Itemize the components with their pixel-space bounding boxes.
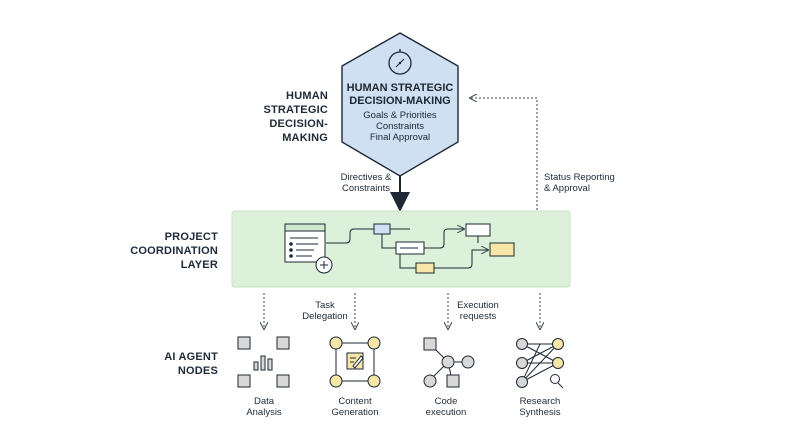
- task-label-line2: Delegation: [302, 311, 348, 322]
- execution-requests-label: Execution requests: [452, 300, 504, 322]
- task-label-line1: Task: [315, 300, 335, 311]
- agent-node-label: Code execution: [416, 396, 476, 418]
- code-execution-icon: [423, 337, 475, 388]
- coordination-label-line3: LAYER: [180, 259, 218, 271]
- status-label-line2: & Approval: [544, 183, 590, 194]
- strategic-side-label: HUMAN STRATEGIC DECISION-MAKING: [226, 89, 328, 145]
- execution-label-line2: requests: [459, 311, 497, 322]
- execution-label-line1: Execution: [457, 300, 499, 311]
- agents-label-line2: NODES: [177, 365, 218, 377]
- agent-node-label-line2: Synthesis: [519, 407, 561, 418]
- data-analysis-icon: [237, 336, 290, 388]
- agent-node-label-line2: Generation: [331, 407, 379, 418]
- agent-node-label-line1: Content: [338, 396, 372, 407]
- coordination-side-label: PROJECT COORDINATION LAYER: [128, 230, 218, 272]
- directives-label-line1: Directives &: [340, 172, 392, 183]
- coordination-label-line2: COORDINATION: [130, 245, 218, 257]
- strategic-side-label-line2: DECISION-MAKING: [269, 118, 328, 144]
- directives-label: Directives & Constraints: [336, 172, 396, 194]
- status-reporting-label: Status Reporting & Approval: [544, 172, 624, 194]
- hexagon-title: HUMAN STRATEGIC DECISION-MAKING: [340, 82, 460, 108]
- directives-label-line2: Constraints: [341, 183, 391, 194]
- workflow-diagram: [284, 223, 515, 274]
- research-synthesis-icon: [516, 338, 564, 389]
- agent-node-label-line2: execution: [425, 407, 467, 418]
- agent-node-label-line1: Data: [253, 396, 275, 407]
- hexagon-title-line2: DECISION-MAKING: [349, 95, 451, 107]
- hexagon-items: Goals & Priorities Constraints Final App…: [340, 110, 460, 143]
- hexagon-item: Constraints: [375, 121, 425, 132]
- task-delegation-label: Task Delegation: [296, 300, 354, 322]
- agent-node-label: Research Synthesis: [510, 396, 570, 418]
- content-generation-icon: [329, 336, 381, 388]
- agents-side-label: AI AGENT NODES: [140, 350, 218, 378]
- agent-node-label-line1: Code: [434, 396, 458, 407]
- status-reporting-arrow: [470, 98, 538, 210]
- compass-icon: [388, 49, 412, 75]
- hexagon-title-line1: HUMAN STRATEGIC: [346, 82, 454, 94]
- hexagon-item: Final Approval: [369, 132, 431, 143]
- agents-label-line1: AI AGENT: [164, 351, 218, 363]
- agent-node-label-line1: Research: [519, 396, 561, 407]
- coordination-label-line1: PROJECT: [164, 231, 218, 243]
- hexagon-item: Goals & Priorities: [363, 110, 437, 121]
- status-label-line1: Status Reporting: [544, 172, 615, 183]
- strategic-side-label-line1: HUMAN STRATEGIC: [263, 90, 328, 116]
- agent-node-label: Data Analysis: [234, 396, 294, 418]
- agent-node-label-line2: Analysis: [246, 407, 282, 418]
- agent-node-label: Content Generation: [322, 396, 388, 418]
